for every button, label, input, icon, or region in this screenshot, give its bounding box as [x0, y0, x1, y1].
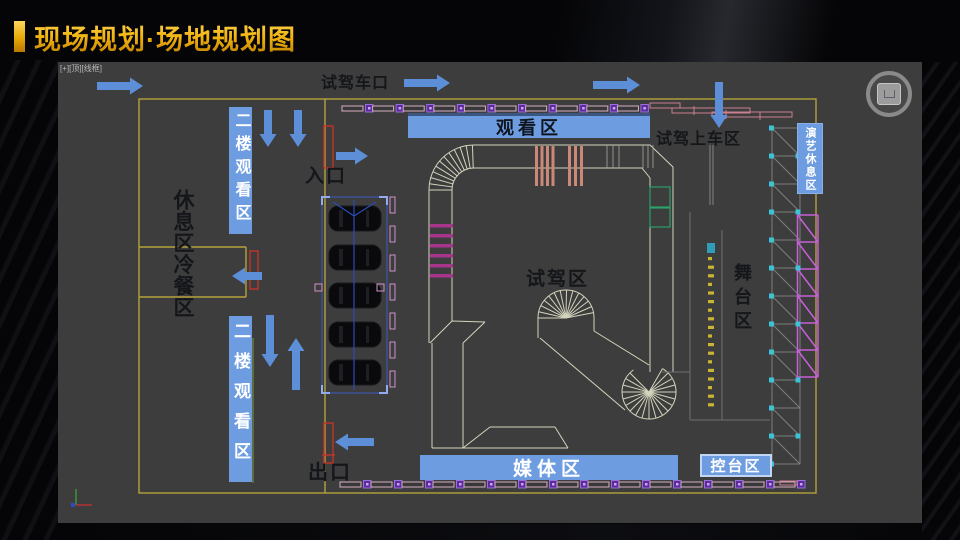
door-markers	[249, 125, 335, 464]
flow-arrow-icon	[710, 82, 728, 128]
label-test-drive-area: 试驾区	[526, 269, 590, 290]
rumble-strip-salmon	[535, 146, 583, 186]
track-uturn-fan	[538, 289, 594, 319]
banner-console-area: 控台区	[700, 454, 772, 477]
selection-box	[314, 196, 388, 394]
flow-arrow-icon	[261, 315, 279, 367]
stage-lines	[662, 212, 770, 421]
viewcube-icon[interactable]	[866, 71, 912, 117]
led-screen-strip	[707, 243, 715, 407]
viewcube-top-face[interactable]	[877, 83, 901, 105]
flow-arrow-icon	[287, 338, 305, 390]
max-viewport[interactable]: [+][顶][线框] 试驾车口 试驾上车区 入口 出口 试驾区 舞台区 休息区冷…	[58, 62, 922, 523]
rumble-strip-magenta	[430, 224, 453, 278]
banner-second-floor-bottom: 二楼观看区	[229, 316, 252, 482]
flow-arrows	[97, 74, 728, 451]
banner-performance-rest-label: 演艺休息区	[804, 127, 816, 192]
banner-viewing-area: 观看区	[408, 113, 650, 138]
flow-arrow-icon	[336, 147, 368, 165]
pink-bar	[779, 480, 798, 486]
flow-arrow-icon	[97, 77, 143, 95]
bg-streak	[490, 0, 960, 62]
viewport-label: [+][顶][线框]	[60, 64, 103, 73]
label-rest-cold-buffet: 休息区冷餐区	[171, 189, 194, 318]
flow-arrow-icon	[289, 110, 307, 147]
banner-media-area: 媒体区	[420, 455, 678, 480]
page-title: 现场规划·场地规划图	[34, 18, 296, 57]
stage-truss-magenta	[796, 214, 819, 378]
viewcube-glyph	[883, 90, 895, 98]
label-test-drive-gate: 试驾车口	[321, 75, 390, 92]
label-exit: 出口	[308, 462, 352, 484]
banner-second-floor-top-label: 二楼观看区	[232, 112, 250, 227]
flow-arrow-icon	[259, 110, 277, 147]
parked-cars[interactable]	[328, 205, 382, 386]
label-entrance: 入口	[305, 166, 348, 187]
queue-lines	[606, 145, 714, 205]
bg-streak	[922, 62, 960, 540]
stage-truss-gray	[771, 127, 801, 465]
track-corner-fan	[429, 145, 474, 191]
banner-media-area-label: 媒体区	[512, 459, 585, 480]
banner-viewing-area-label: 观看区	[496, 118, 562, 138]
track-spiral-fan	[622, 368, 676, 419]
cad-linework	[71, 74, 819, 507]
banner-second-floor-bottom-label: 二楼观看区	[231, 322, 250, 472]
banner-second-floor-top: 二楼观看区	[229, 107, 252, 234]
flow-arrow-icon	[335, 433, 374, 451]
title-accent-bar	[14, 21, 25, 52]
banner-performance-rest: 演艺休息区	[797, 123, 823, 194]
flow-arrow-icon	[593, 76, 640, 94]
flow-arrow-icon	[232, 267, 262, 285]
banner-console-area-label: 控台区	[710, 458, 762, 475]
axis-gizmo-icon	[71, 489, 92, 507]
bg-streak	[0, 60, 58, 540]
pink-dashed-line	[389, 196, 396, 388]
label-boarding-area: 试驾上车区	[656, 131, 742, 148]
barrier-fence-bottom	[339, 480, 806, 489]
barrier-fence-top	[341, 104, 649, 113]
pink-rails	[649, 102, 793, 120]
flow-arrow-icon	[404, 74, 450, 92]
label-stage-area: 舞台区	[732, 263, 752, 335]
bg-streak	[80, 524, 960, 540]
